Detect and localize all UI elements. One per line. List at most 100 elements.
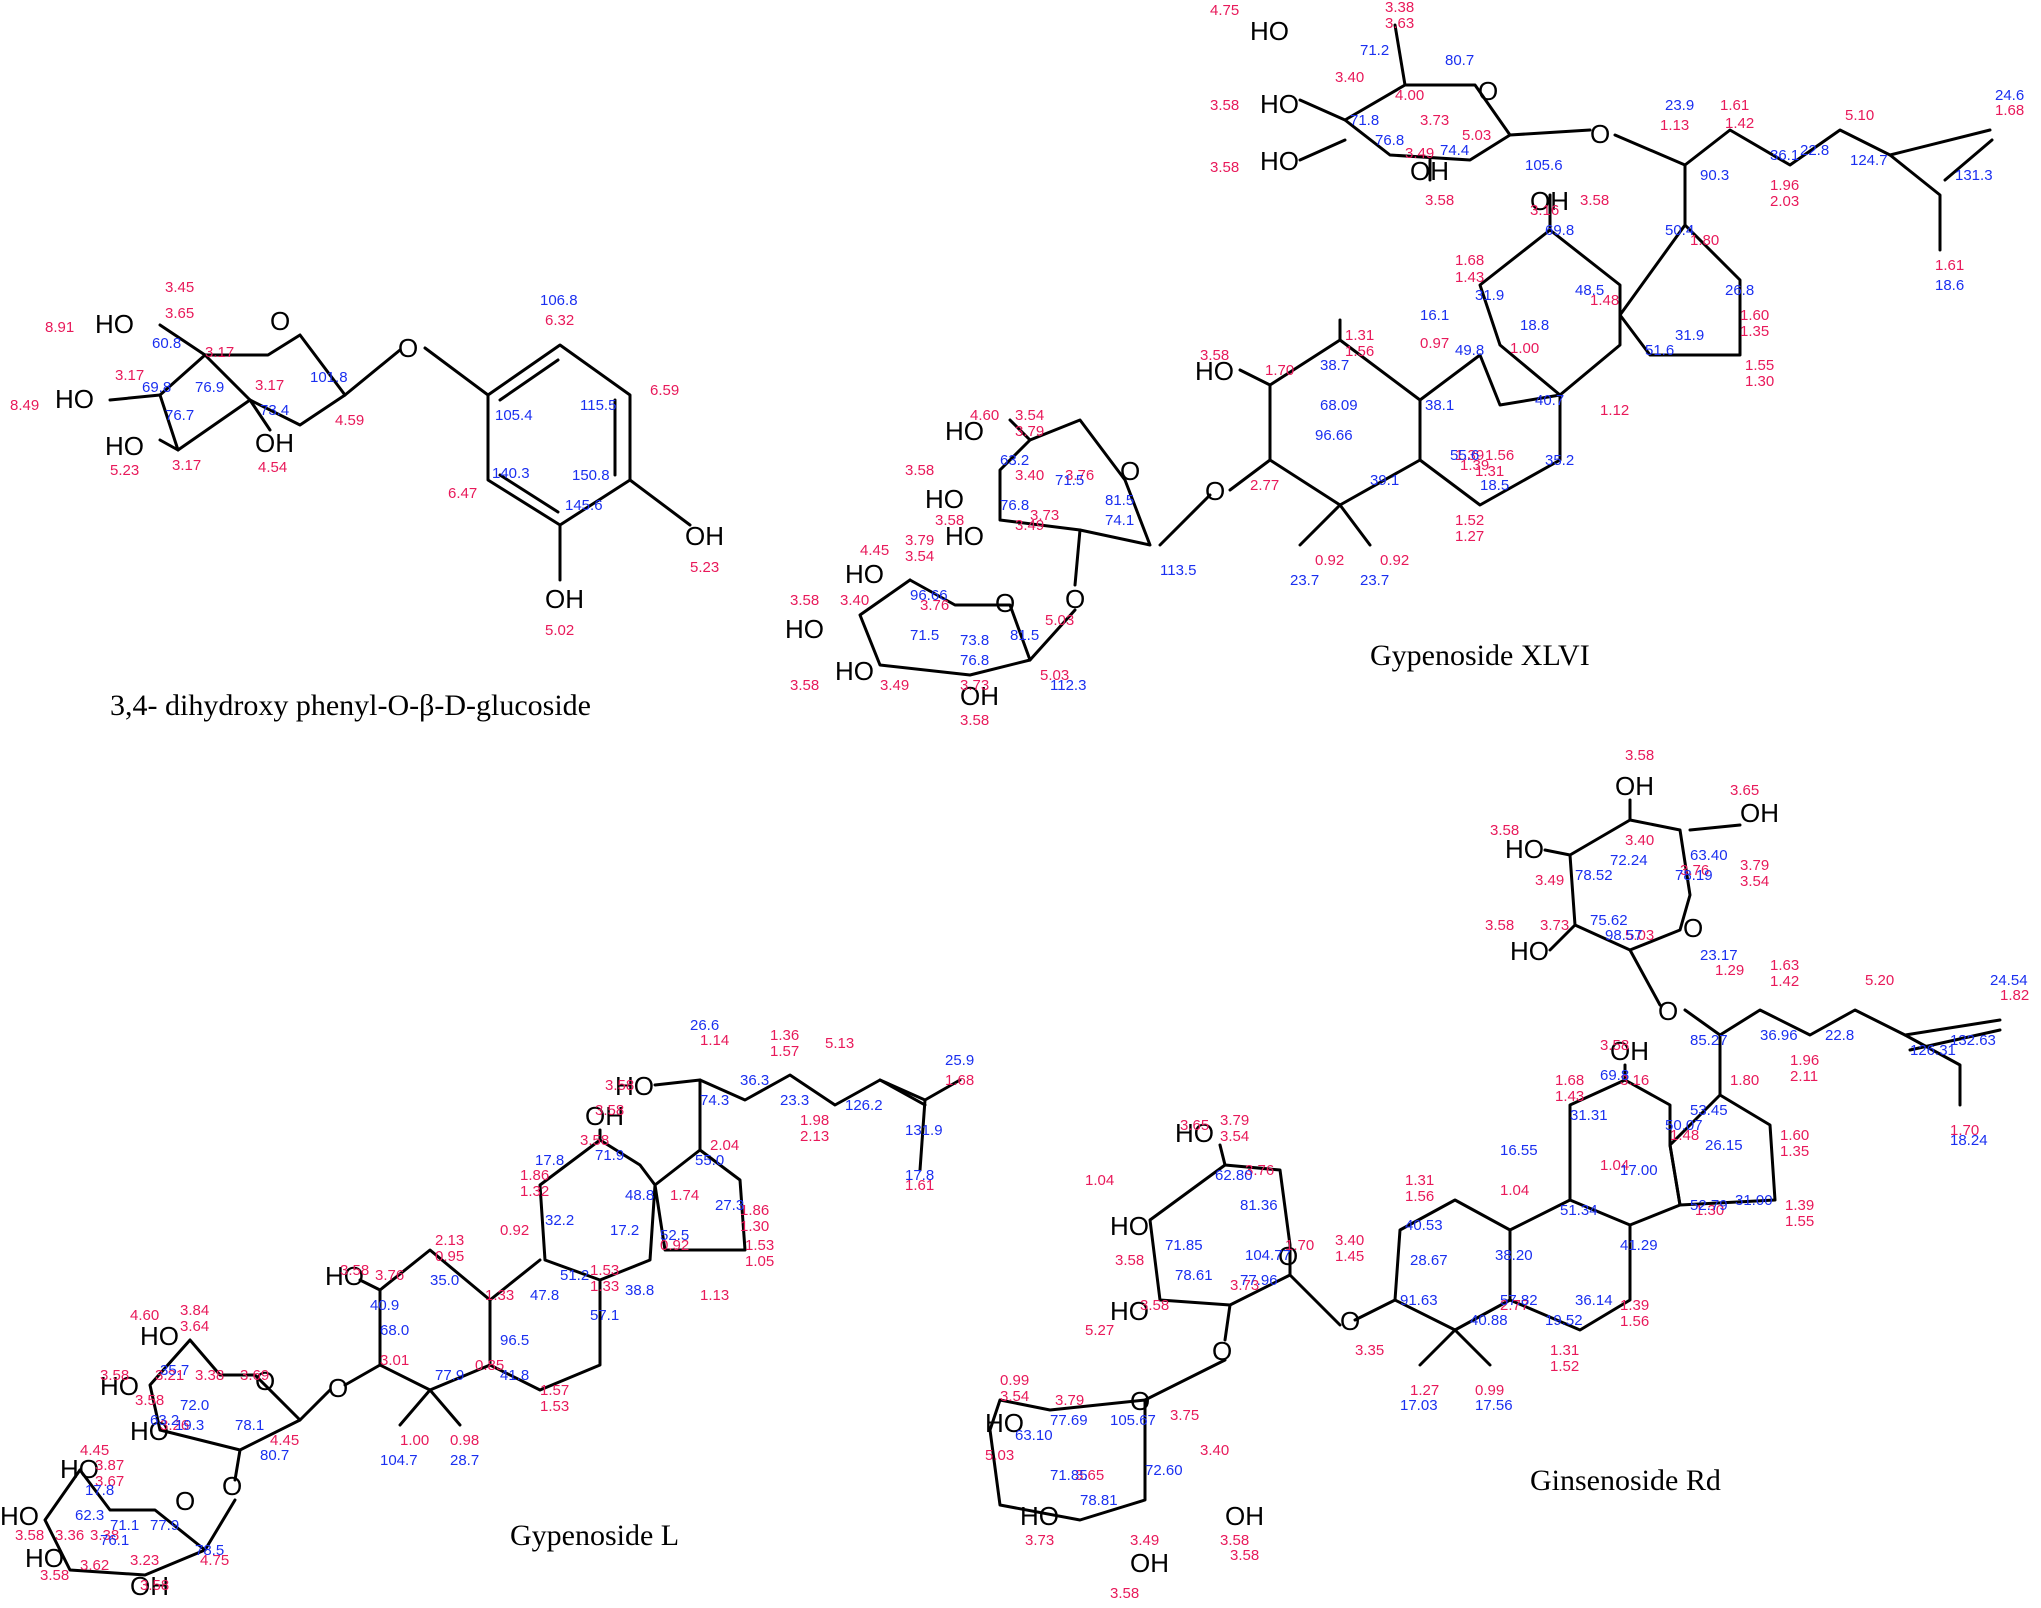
atom: HO	[1260, 89, 1299, 119]
proton-shift-label: 1.57	[770, 1043, 799, 1060]
proton-shift-label: 3.79	[1740, 857, 1769, 874]
proton-shift-label: 1.31	[1475, 463, 1504, 480]
proton-shift-label: 3.49	[880, 677, 909, 694]
atom: OH	[130, 1571, 169, 1601]
atom: O	[328, 1373, 348, 1403]
bond-benzene-double-1	[498, 358, 560, 402]
proton-shift-label: 1.53	[745, 1237, 774, 1254]
atom: O	[1120, 456, 1140, 486]
proton-shift-label: 1.39	[1620, 1297, 1649, 1314]
bond-c3-oh	[158, 438, 180, 452]
shift: 3.17	[115, 367, 144, 384]
proton-shift-label: 3.58	[1230, 1547, 1259, 1564]
shift: 145.6	[565, 497, 603, 514]
proton-shift-label: 1.45	[1335, 1248, 1364, 1265]
proton-shift-label: 3.79	[1015, 423, 1044, 440]
shift: 3.45	[165, 279, 194, 296]
bond	[1393, 23, 1407, 87]
proton-shift-label: 1.53	[540, 1398, 569, 1415]
proton-shift-label: 1.70	[1950, 1122, 1979, 1139]
proton-shift-label: 3.67	[95, 1473, 124, 1490]
atom: O	[1065, 584, 1085, 614]
bond-ring-a	[1268, 338, 1422, 507]
proton-shift-label: 3.38	[1385, 0, 1414, 16]
atom: OH	[1225, 1501, 1264, 1531]
proton-shift-label: 3.58	[580, 1132, 609, 1149]
carbon-shift-label: 71.1	[110, 1517, 139, 1534]
proton-shift-label: 3.58	[790, 592, 819, 609]
shift: 140.3	[492, 465, 530, 482]
proton-shift-label: 1.14	[700, 1032, 729, 1049]
proton-shift-label: 3.58	[140, 1577, 169, 1594]
proton-shift-label: 1.12	[1600, 402, 1629, 419]
shift: 101.8	[310, 369, 348, 386]
bond-side-chain	[1718, 1008, 1962, 1107]
carbon-shift-label: 77.9	[150, 1517, 179, 1534]
proton-shift-label: 3.58	[1580, 192, 1609, 209]
proton-shift-label: 3.58	[135, 1392, 164, 1409]
carbon-shift-label: 72.60	[1145, 1462, 1183, 1479]
carbon-shift-label: 36.14	[1575, 1292, 1613, 1309]
bond	[653, 1078, 702, 1087]
proton-shift-label: 5.03	[1045, 612, 1074, 629]
carbon-shift-label: 126.31	[1910, 1042, 1956, 1059]
proton-shift-label: 3.58	[935, 512, 964, 529]
atom: O	[1478, 76, 1498, 106]
bond	[1888, 128, 1992, 157]
shift: 5.23	[690, 559, 719, 576]
carbon-shift-label: 31.00	[1735, 1192, 1773, 1209]
proton-shift-label: 1.53	[590, 1262, 619, 1279]
proton-shift-label: 3.64	[180, 1318, 209, 1335]
carbon-shift-label: 71.2	[1360, 42, 1389, 59]
proton-shift-label: 3.40	[1015, 467, 1044, 484]
bond-ring-b	[488, 1258, 602, 1392]
carbon-shift-label: 78.19	[1675, 867, 1713, 884]
carbon-shift-label: 17.00	[1620, 1162, 1658, 1179]
carbon-shift-label: 38.8	[625, 1282, 654, 1299]
bond	[398, 1388, 432, 1427]
proton-shift-label: 0.92	[500, 1222, 529, 1239]
bond	[1143, 1358, 1227, 1402]
proton-shift-label: 1.56	[1345, 343, 1374, 360]
proton-shift-label: 3.58	[1600, 1037, 1629, 1054]
proton-shift-label: 0.92	[1315, 552, 1344, 569]
atom: O	[222, 1471, 242, 1501]
atom: HO	[1250, 16, 1289, 46]
proton-shift-label: 4.45	[270, 1432, 299, 1449]
carbon-shift-label: 78.81	[1080, 1492, 1118, 1509]
proton-shift-label: 3.49	[1405, 145, 1434, 162]
bond-ring-b	[1418, 353, 1562, 507]
atom: O	[995, 588, 1015, 618]
shift: 105.4	[495, 407, 533, 424]
proton-shift-label: 3.54	[1740, 873, 1769, 890]
proton-shift-label: 1.43	[1455, 269, 1484, 286]
proton-shift-label: 2.13	[800, 1128, 829, 1145]
carbon-shift-label: 63.2	[1000, 452, 1029, 469]
carbon-shift-label: 23.17	[1700, 947, 1738, 964]
carbon-shift-label: 74.3	[700, 1092, 729, 1109]
proton-shift-label: 1.32	[520, 1183, 549, 1200]
carbon-shift-label: 52.5	[660, 1227, 689, 1244]
carbon-shift-label: 105.67	[1110, 1412, 1156, 1429]
carbon-shift-label: 131.9	[905, 1122, 943, 1139]
bond-ring-d	[653, 1148, 747, 1252]
bond	[1158, 493, 1212, 547]
compound-gypenoside-l: HO OH HO O HO HO HO O O HO HO HO OH O 1.…	[0, 1017, 974, 1601]
atom: OH	[1130, 1548, 1169, 1578]
bond	[1223, 1303, 1232, 1342]
proton-shift-label: 3.73	[1030, 507, 1059, 524]
proton-shift-label: 0.95	[435, 1248, 464, 1265]
proton-shift-label: 5.03	[1040, 667, 1069, 684]
bond	[1628, 948, 1662, 1007]
proton-shift-label: 3.16	[1620, 1072, 1649, 1089]
bond	[1238, 368, 1272, 387]
bond	[1353, 1298, 1397, 1322]
carbon-shift-label: 35.0	[430, 1272, 459, 1289]
atom: O	[1683, 913, 1703, 943]
proton-shift-label: 0.85	[475, 1357, 504, 1374]
proton-shift-label: 1.39	[1785, 1197, 1814, 1214]
carbon-shift-label: 31.9	[1475, 287, 1504, 304]
carbon-shift-label: 126.2	[845, 1097, 883, 1114]
